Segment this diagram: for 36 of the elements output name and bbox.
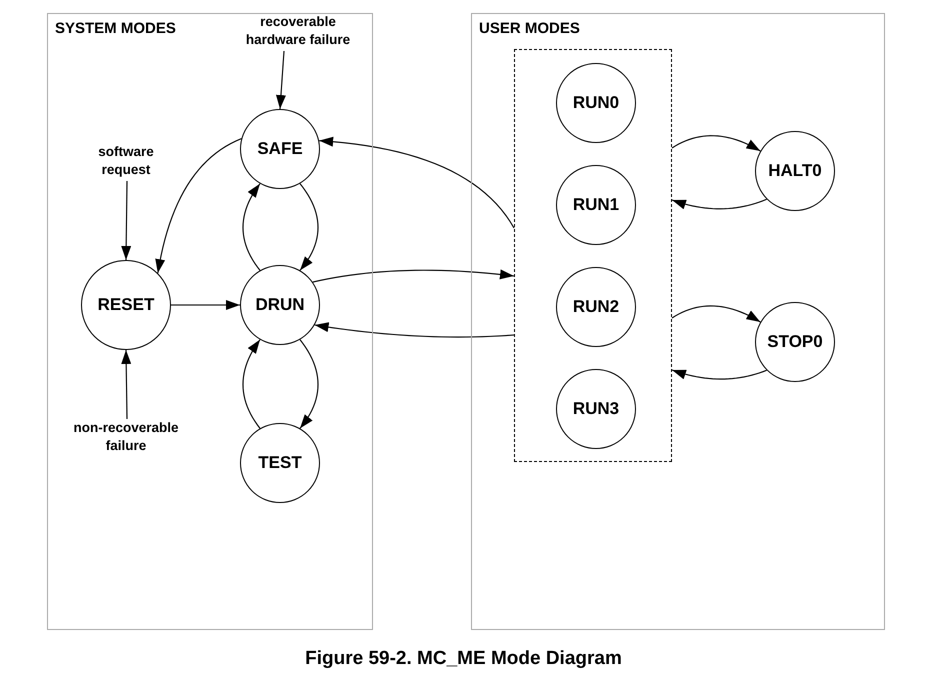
transition-arrow [314, 322, 514, 338]
state-label: HALT0 [768, 161, 822, 181]
transition-arrow [242, 339, 260, 429]
state-label: RUN2 [572, 297, 620, 317]
transition-arrow [319, 136, 514, 228]
transition-arrow [300, 339, 319, 429]
mode-panel [47, 13, 373, 630]
mode-panel [471, 13, 885, 630]
event-label: software request [81, 143, 171, 181]
event-label: non-recoverable failure [54, 419, 198, 457]
state-label: DRUN [255, 295, 305, 315]
state-label: RESET [98, 295, 154, 315]
transition-arrow [121, 181, 132, 260]
state-label: RUN0 [572, 93, 620, 113]
state-label: RUN1 [572, 195, 620, 215]
user-mode-group-box [514, 49, 672, 462]
state-label: SAFE [257, 139, 303, 159]
transition-arrow [672, 369, 767, 380]
transition-arrow [300, 183, 319, 271]
state-label: RUN3 [572, 399, 620, 419]
panel-title: SYSTEM MODES [55, 20, 176, 37]
figure-caption: Figure 59-2. MC_ME Mode Diagram [304, 648, 623, 670]
transition-arrow [171, 300, 240, 310]
transition-arrow [155, 138, 242, 274]
event-label: recoverable hardware failure [235, 13, 361, 51]
transition-arrow [276, 50, 286, 110]
state-label: TEST [258, 453, 302, 473]
transition-arrow [672, 135, 761, 152]
transition-arrow [672, 198, 767, 210]
state-circle [240, 265, 320, 345]
transition-arrow [121, 350, 132, 419]
transition-arrow [312, 269, 514, 283]
transition-arrow [672, 305, 761, 322]
state-label: STOP0 [767, 332, 823, 352]
panel-title: USER MODES [479, 20, 580, 37]
transition-arrow [242, 183, 260, 271]
